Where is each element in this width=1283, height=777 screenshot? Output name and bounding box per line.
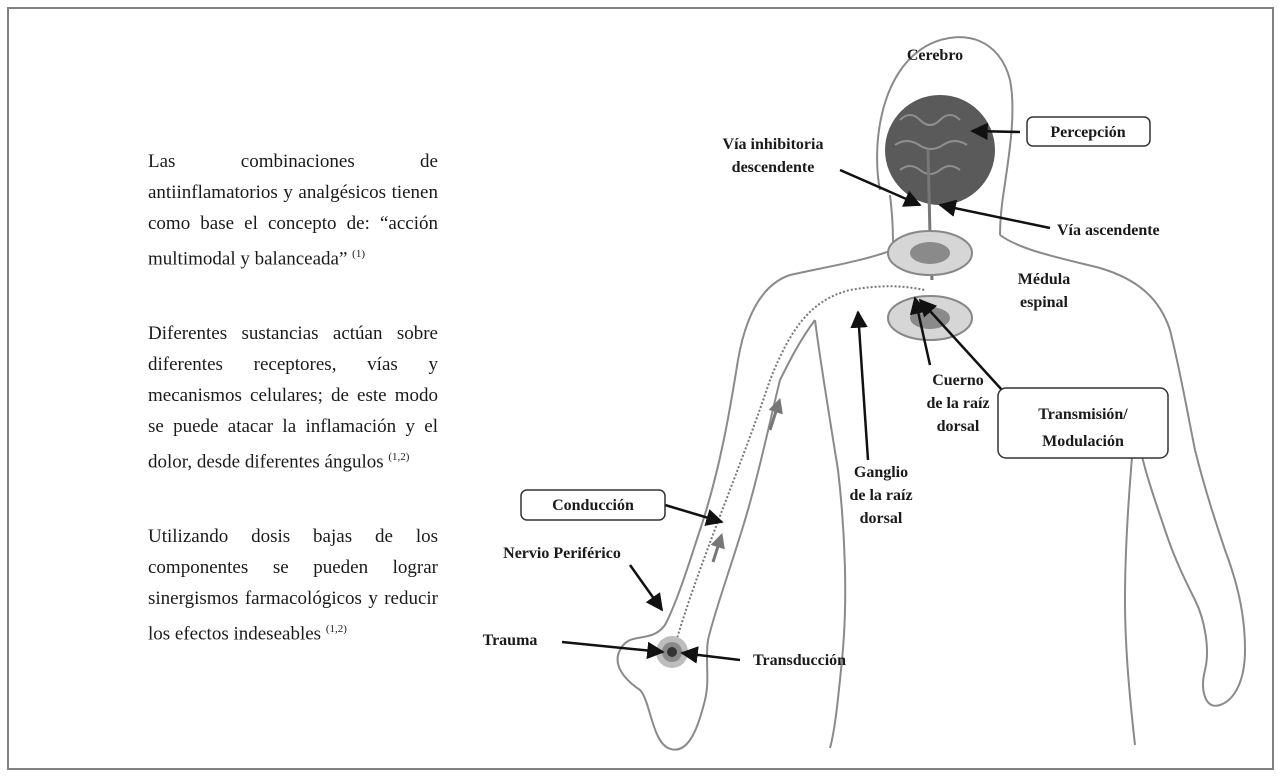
label-cuerno-2: de la raíz xyxy=(926,395,989,412)
brain-illustration xyxy=(885,95,995,205)
arrow-trauma xyxy=(562,642,663,652)
label-transmision-2: Modulación xyxy=(1042,433,1124,450)
arrow-conduccion xyxy=(665,505,722,522)
arrow-nervio xyxy=(630,565,662,610)
label-medula-2: espinal xyxy=(1020,294,1069,311)
label-cuerno-1: Cuerno xyxy=(932,372,984,389)
label-via-ascendente: Vía ascendente xyxy=(1057,222,1160,239)
spinal-cord-section-upper xyxy=(888,231,972,275)
label-nervio-periferico: Nervio Periférico xyxy=(503,545,621,562)
nerve-arrow-lower xyxy=(713,540,720,562)
arrow-via-ascendente xyxy=(940,205,1050,228)
label-ganglio-2: de la raíz xyxy=(849,487,912,504)
brain-shape xyxy=(885,95,995,205)
label-ganglio-3: dorsal xyxy=(860,510,903,527)
arrow-percepcion xyxy=(972,131,1020,132)
label-via-inhibitoria-1: Vía inhibitoria xyxy=(723,136,824,153)
arrow-transduccion xyxy=(682,653,740,660)
label-via-inhibitoria-2: descendente xyxy=(732,159,815,176)
arrow-ganglio xyxy=(858,312,868,460)
torso-right xyxy=(1125,420,1135,745)
label-transduccion: Transducción xyxy=(753,652,846,669)
spinal-cord-section-lower xyxy=(888,296,972,340)
label-percepcion: Percepción xyxy=(1050,124,1125,141)
torso-left xyxy=(815,320,845,748)
label-trauma: Trauma xyxy=(483,632,538,649)
label-cerebro: Cerebro xyxy=(907,47,963,64)
label-transmision-1: Transmisión/ xyxy=(1038,406,1128,423)
label-conduccion: Conducción xyxy=(552,497,634,514)
label-ganglio-1: Ganglio xyxy=(854,464,908,481)
label-medula-1: Médula xyxy=(1018,271,1070,288)
label-cuerno-3: dorsal xyxy=(937,418,980,435)
